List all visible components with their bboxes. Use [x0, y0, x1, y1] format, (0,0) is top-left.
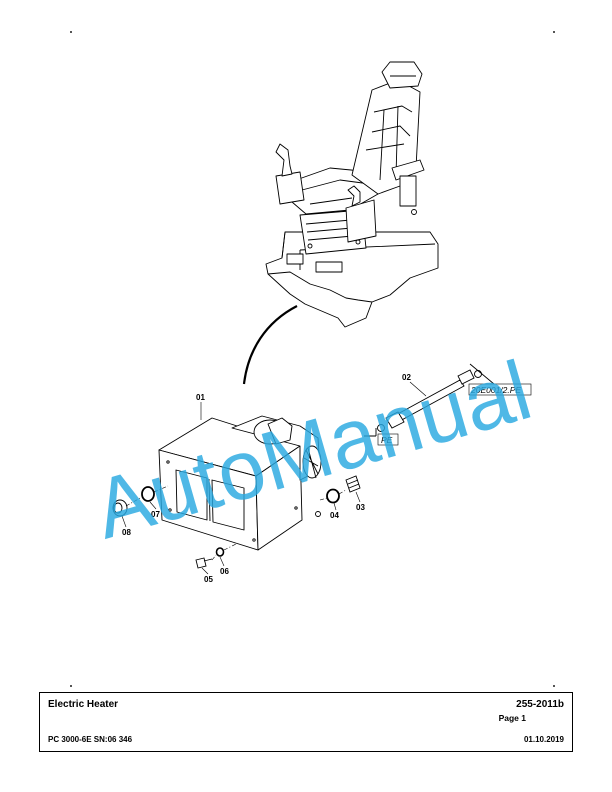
blower-fan-blades — [303, 447, 319, 479]
registration-mark — [553, 685, 555, 687]
seat-headrest — [381, 61, 423, 89]
right-joystick — [347, 185, 361, 207]
hardware-parts — [112, 475, 361, 569]
callout-07: 07 — [151, 510, 160, 519]
seat-bolt — [307, 243, 313, 249]
drain-port — [315, 511, 321, 517]
floor-slot — [315, 261, 343, 273]
callout-06: 06 — [220, 567, 229, 576]
cable-sleeve-right — [457, 369, 475, 385]
right-armrest-support — [399, 175, 417, 207]
heater-outlet-right — [211, 479, 245, 531]
pe-tag-leader — [364, 363, 495, 437]
left-console — [275, 171, 305, 205]
tag-20e001-frame — [468, 383, 532, 396]
exploded-parts-diagram: 01 02 03 04 05 06 07 08 20E001/2.PE PE A… — [84, 61, 541, 584]
mounting-hole — [168, 508, 172, 512]
callout-02: 02 — [402, 373, 411, 382]
ground-cable — [364, 363, 495, 437]
heater-outlet-divider — [208, 478, 211, 522]
callout-04: 04 — [330, 511, 339, 520]
floor-plate-edge — [267, 271, 373, 303]
registration-mark — [553, 31, 555, 33]
title-block-doc-number: 255-2011b — [516, 699, 564, 710]
heater-box-side — [255, 445, 303, 551]
mounting-hole — [166, 460, 170, 464]
cab-floor-plate — [265, 231, 439, 328]
mounting-hole — [252, 538, 256, 542]
blower-clamp — [267, 417, 293, 445]
title-block-date: 01.10.2019 — [523, 735, 564, 744]
mounting-hole — [294, 506, 298, 510]
watermark-text: AutoManual — [84, 343, 541, 557]
seat-bolt — [355, 239, 361, 245]
part-06-washer — [215, 547, 225, 557]
registration-mark — [70, 685, 72, 687]
assembly-centerlines — [125, 485, 347, 561]
cushion-seam — [301, 179, 371, 205]
part-08-plug-face — [113, 502, 123, 514]
title-block-title: Electric Heater — [48, 699, 119, 710]
backrest-seam — [379, 105, 399, 181]
callout-05: 05 — [204, 575, 213, 584]
callout-leaders — [121, 381, 427, 575]
heater-unit — [158, 415, 322, 551]
callout-08: 08 — [122, 528, 131, 537]
backrest-panel — [365, 105, 413, 151]
heater-outlet-left — [175, 469, 208, 521]
cable-sleeve-left — [385, 411, 405, 429]
left-joystick — [275, 143, 293, 177]
floor-slot — [286, 253, 304, 265]
seat-bolt — [411, 209, 417, 215]
tag-pe-label: PE — [381, 435, 393, 445]
callout-01: 01 — [196, 393, 205, 402]
title-block: Electric Heater 255-2011b Page 1 PC 3000… — [39, 692, 573, 752]
callout-03: 03 — [356, 503, 365, 512]
part-07-seal-ring — [141, 486, 155, 502]
right-armrest — [391, 159, 425, 181]
tag-pe-frame — [377, 433, 399, 446]
cable-eye-left — [377, 424, 385, 432]
title-block-page: Page 1 — [498, 713, 526, 723]
part-03-thread — [347, 479, 360, 489]
location-leader-arc — [242, 305, 298, 385]
operator-seat-illustration — [265, 61, 439, 328]
tag-20e001-label: 20E001/2.PE — [470, 385, 521, 395]
part-04-seal-ring — [326, 488, 340, 504]
registration-mark — [70, 31, 72, 33]
part-05-screw-shank — [203, 558, 213, 562]
title-block-model: PC 3000-6E SN:06 346 — [48, 735, 133, 744]
part-05-screw — [195, 557, 207, 569]
right-console — [345, 199, 377, 243]
